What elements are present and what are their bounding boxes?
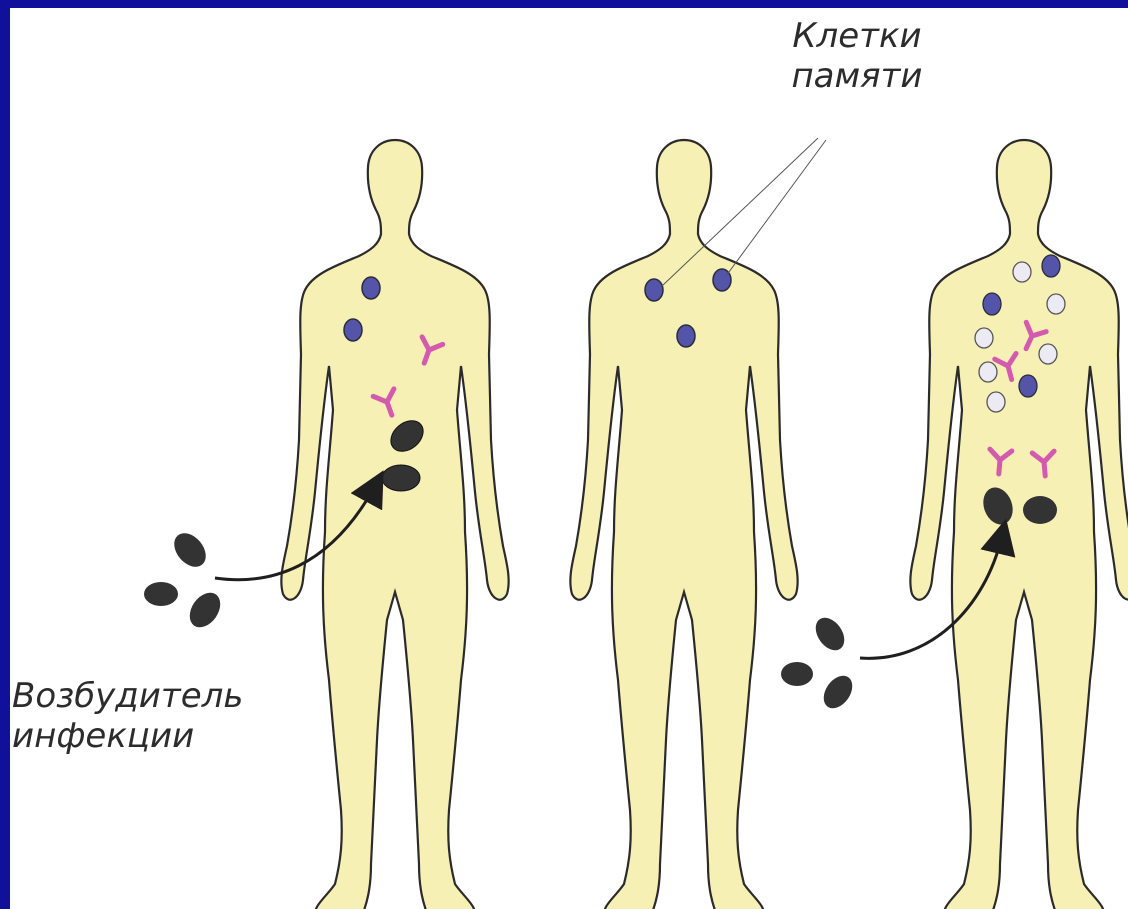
human-body-outline (281, 140, 508, 909)
pathogen-particle (818, 670, 858, 713)
pathogen-particle (810, 612, 850, 655)
pathogen-label: Возбудитель инфекции (12, 676, 243, 756)
pathogen-particle (144, 582, 178, 606)
memory-cell (362, 277, 380, 299)
memory-cell (645, 279, 663, 301)
pathogen-particle (168, 527, 212, 573)
pathogen-particle (1023, 496, 1057, 524)
immune-memory-diagram (10, 8, 1128, 909)
memory-cell (344, 319, 362, 341)
pathogen-particle (382, 465, 420, 491)
figure-memory (570, 140, 797, 909)
figure-reinfection (910, 140, 1128, 909)
human-body-outline (570, 140, 797, 909)
memory-cells-label: Клетки памяти (782, 16, 932, 96)
pathogen-particle (183, 587, 226, 633)
figure-first-infection (281, 140, 508, 909)
pathogen-particle (781, 662, 813, 686)
memory-cell (677, 325, 695, 347)
human-body-outline (910, 140, 1128, 909)
diagram-frame: Клетки памяти Возбудитель инфекции (10, 8, 1128, 909)
